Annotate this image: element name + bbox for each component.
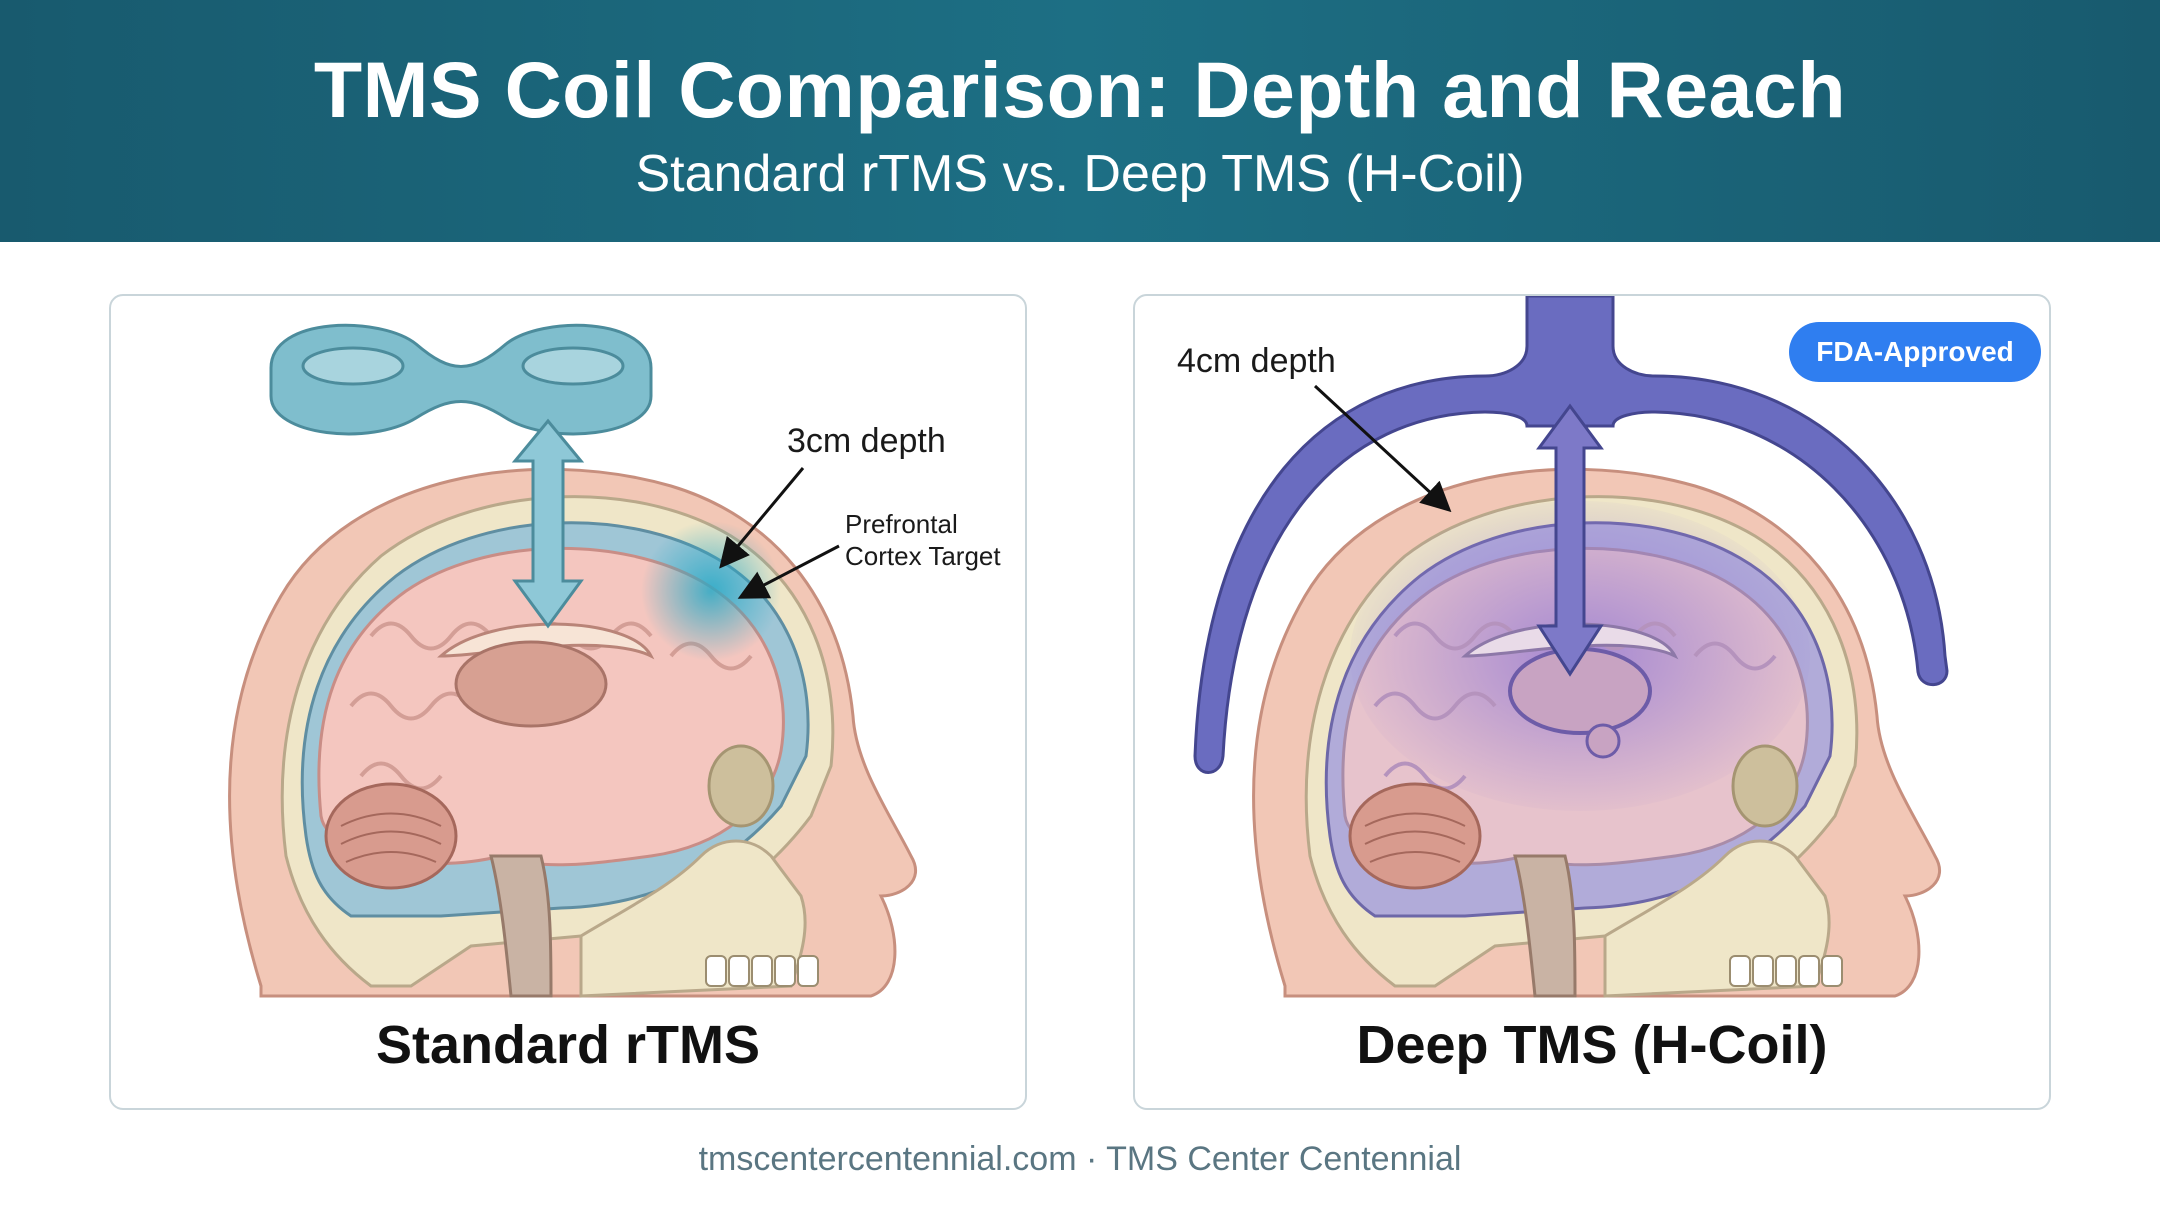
face-skull — [1603, 839, 1831, 998]
thalamus — [1508, 647, 1652, 735]
standard-rtms-illustration — [228, 323, 918, 998]
page-title: TMS Coil Comparison: Depth and Reach — [313, 45, 1847, 134]
panel-caption-standard: Standard rTMS — [375, 1015, 761, 1075]
h-coil-helmet — [1193, 296, 1949, 774]
target-label-line1: Prefrontal — [845, 509, 958, 539]
panel-caption-deep: Deep TMS (H-Coil) — [1356, 1015, 1828, 1075]
deep-structure — [1585, 723, 1621, 759]
depth-label-4cm: 4cm depth — [1177, 342, 1336, 380]
depth-arrow — [511, 418, 585, 629]
depth-arrow — [1536, 403, 1604, 677]
eye-socket — [707, 744, 775, 828]
depth-label-3cm: 3cm depth — [787, 422, 946, 460]
brainstem — [1513, 854, 1577, 998]
panel-deep-tms: 4cm depth FDA-Approved Deep TMS (H-Coil) — [1133, 294, 2051, 1110]
panel-standard-rtms: 3cm depth Prefrontal Cortex Target Stand… — [109, 294, 1027, 1110]
figure-eight-coil — [269, 323, 653, 436]
target-label: Prefrontal Cortex Target — [845, 508, 1001, 572]
eye-socket — [1731, 744, 1799, 828]
footer-credit: tmscentercentennial.com · TMS Center Cen… — [698, 1140, 1462, 1178]
cerebellum — [1348, 782, 1482, 890]
page-subtitle: Standard rTMS vs. Deep TMS (H-Coil) — [635, 145, 1525, 203]
teeth — [705, 955, 819, 987]
target-label-line2: Cortex Target — [845, 541, 1001, 571]
stimulation-field-glow — [641, 521, 781, 661]
header-banner: TMS Coil Comparison: Depth and Reach Sta… — [0, 0, 2160, 242]
fda-approved-badge: FDA-Approved — [1789, 322, 2041, 382]
teeth — [1729, 955, 1843, 987]
cerebellum — [324, 782, 458, 890]
brainstem — [489, 854, 553, 998]
thalamus — [454, 640, 608, 728]
face-skull — [579, 839, 807, 998]
deep-tms-illustration — [1193, 296, 1949, 998]
